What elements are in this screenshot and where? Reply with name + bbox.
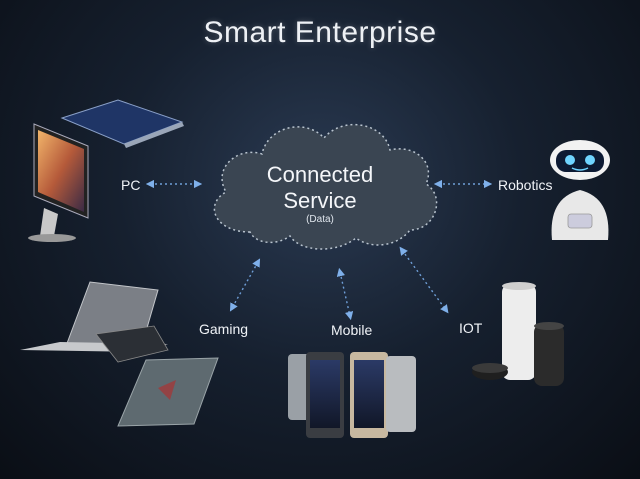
pc-devices-illustration <box>28 99 184 242</box>
connector-mobile <box>336 267 354 321</box>
label-robotics: Robotics <box>498 177 553 193</box>
connector-iot <box>399 246 449 314</box>
connector-gaming <box>229 258 261 312</box>
mobile-devices-illustration <box>288 352 416 438</box>
cloud-line-service: Service <box>283 188 357 213</box>
iot-devices-illustration <box>472 282 564 386</box>
connected-service-cloud <box>213 123 438 250</box>
gaming-devices-illustration <box>20 281 219 427</box>
label-mobile: Mobile <box>331 322 373 338</box>
connectors <box>145 179 493 321</box>
label-iot: IOT <box>459 320 483 336</box>
cloud-line-connected: Connected <box>266 162 374 187</box>
cloud-subtitle: (Data) <box>306 214 334 225</box>
diagram-title: Smart Enterprise <box>203 16 437 49</box>
cloud-label: Connected Service (Data) <box>250 162 390 225</box>
robot-illustration <box>550 140 610 240</box>
label-pc: PC <box>121 177 141 193</box>
label-gaming: Gaming <box>199 321 249 337</box>
